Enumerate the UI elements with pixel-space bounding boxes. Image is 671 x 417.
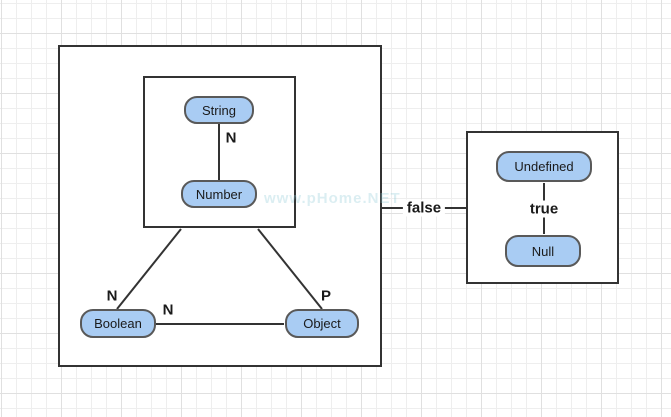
edge-label-branch-object: P — [320, 287, 332, 305]
edge-label-branch-boolean: N — [106, 287, 118, 305]
edge-label-boolean-object: N — [162, 301, 174, 319]
node-object[interactable]: Object — [285, 309, 359, 338]
node-undefined[interactable]: Undefined — [496, 151, 592, 182]
edge-label-true: true — [525, 200, 563, 218]
node-boolean[interactable]: Boolean — [80, 309, 156, 338]
edge-label-string-number: N — [225, 129, 237, 147]
node-string[interactable]: String — [184, 96, 254, 124]
node-null[interactable]: Null — [505, 235, 581, 267]
edge-label-false: false — [402, 199, 446, 217]
node-number[interactable]: Number — [181, 180, 257, 208]
